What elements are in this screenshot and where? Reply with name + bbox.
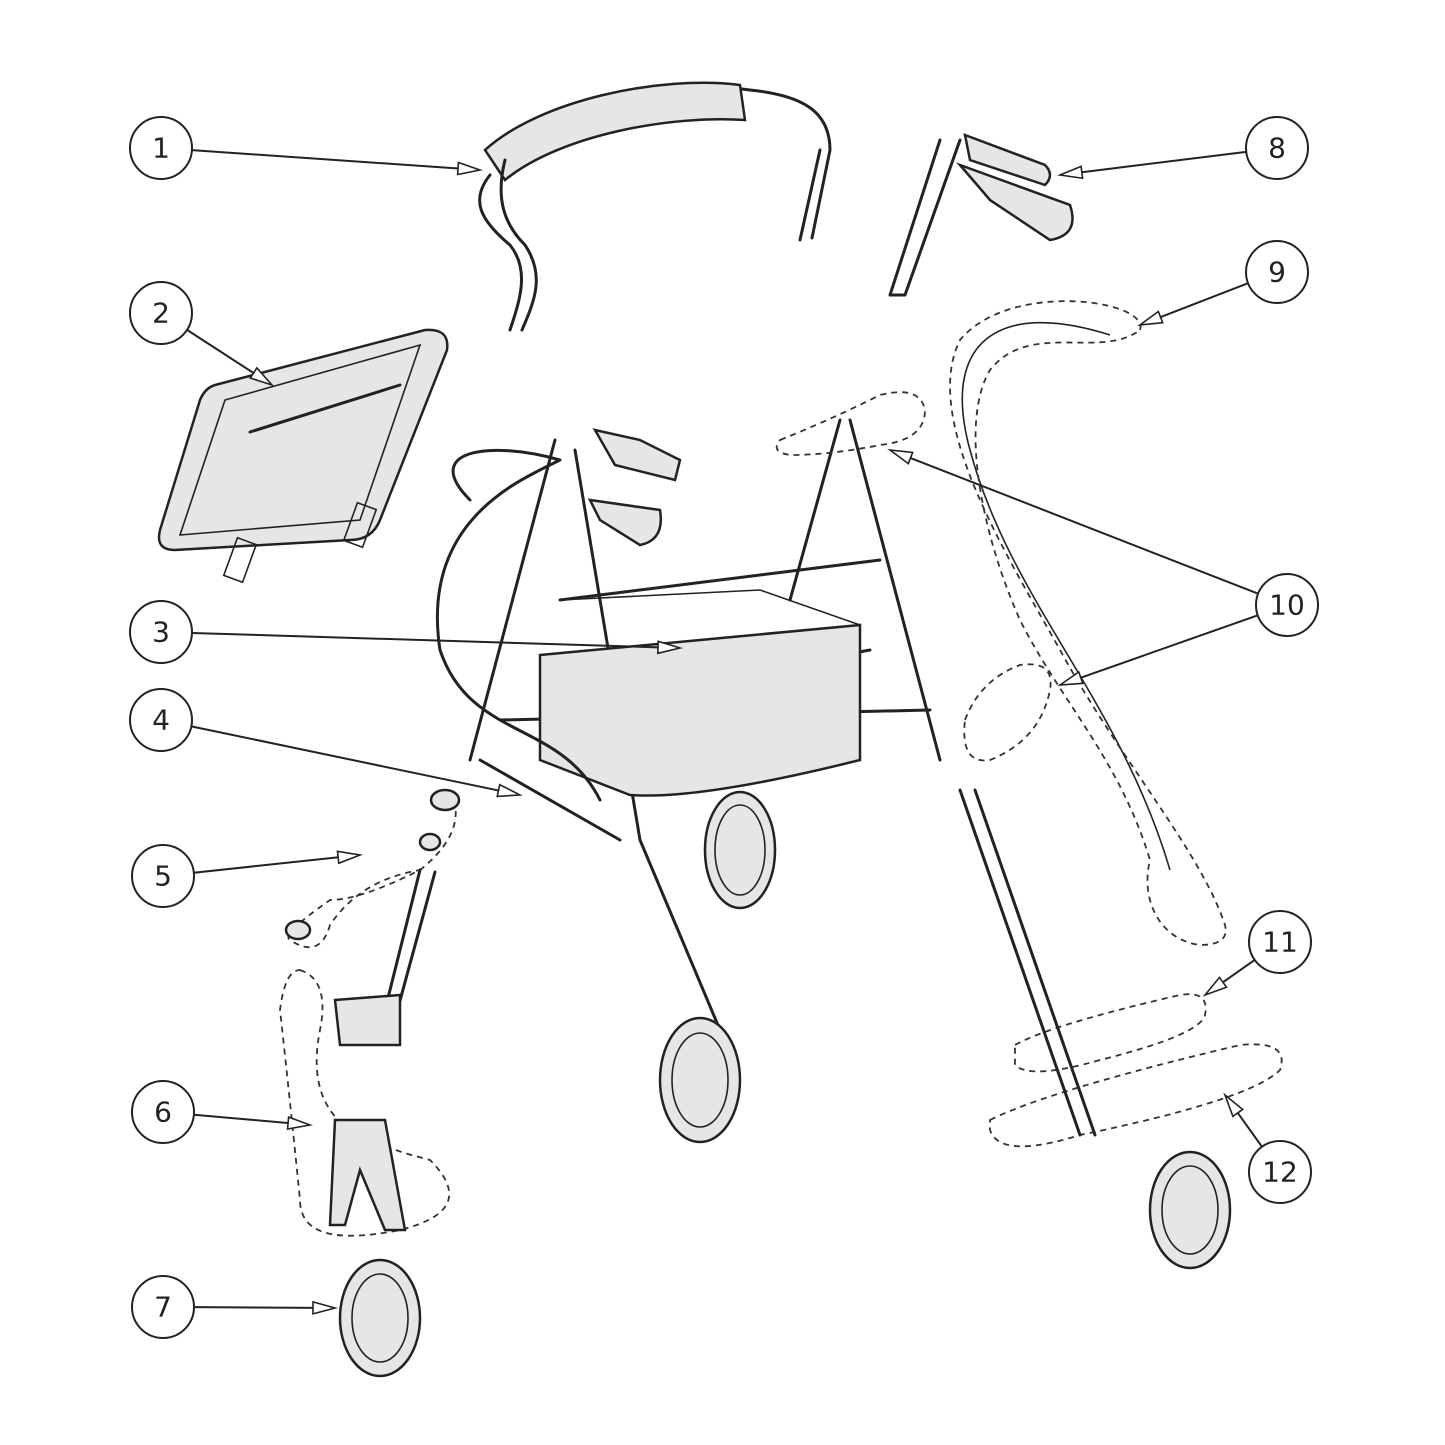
leader-line bbox=[193, 1113, 293, 1125]
leader-line bbox=[1077, 150, 1247, 174]
callout-number: 10 bbox=[1269, 589, 1305, 622]
leader-line bbox=[193, 855, 343, 874]
leader-line bbox=[193, 1306, 318, 1309]
callout-number: 8 bbox=[1268, 132, 1286, 165]
part-frame bbox=[436, 418, 942, 1032]
wheels bbox=[338, 790, 1232, 1378]
part-backrest bbox=[478, 81, 832, 332]
callout-9: 9 bbox=[1137, 240, 1309, 327]
arrowhead-icon bbox=[1223, 1092, 1244, 1118]
part-handle bbox=[888, 133, 1074, 297]
callout-number: 9 bbox=[1268, 256, 1286, 289]
callout-circle bbox=[129, 688, 193, 752]
callout-number: 5 bbox=[154, 860, 172, 893]
callout-circle bbox=[131, 1080, 195, 1144]
callout-circle bbox=[1255, 573, 1319, 637]
part-seat-tray bbox=[157, 328, 449, 584]
arrowhead-icon bbox=[656, 640, 684, 655]
callout-2: 2 bbox=[129, 281, 275, 387]
arrowhead-icon bbox=[496, 783, 523, 798]
callout-circle bbox=[1245, 116, 1309, 180]
leader-line bbox=[186, 329, 258, 377]
arrowhead-icon bbox=[456, 161, 484, 176]
arrowhead-icon bbox=[336, 850, 364, 865]
leader-line bbox=[191, 149, 463, 170]
callout-circle bbox=[129, 116, 193, 180]
arrowhead-icon bbox=[286, 1115, 314, 1131]
leader-line bbox=[906, 455, 1259, 595]
callout-number: 4 bbox=[152, 704, 170, 737]
callout-circle bbox=[131, 844, 195, 908]
callout-4: 4 bbox=[129, 688, 523, 798]
callout-number: 11 bbox=[1262, 926, 1298, 959]
callout-circle bbox=[129, 281, 193, 345]
leader-line bbox=[1219, 959, 1256, 986]
callout-1: 1 bbox=[129, 116, 484, 180]
callout-number: 6 bbox=[154, 1096, 172, 1129]
arrowhead-icon bbox=[312, 1300, 339, 1315]
callout-8: 8 bbox=[1056, 116, 1309, 180]
leader-line bbox=[1234, 1109, 1263, 1148]
callout-5: 5 bbox=[131, 844, 364, 908]
callout-circle bbox=[1245, 240, 1309, 304]
arrowhead-icon bbox=[1057, 670, 1084, 687]
callout-12: 12 bbox=[1223, 1092, 1312, 1204]
part-brake-cable bbox=[949, 300, 1227, 946]
arrowhead-icon bbox=[887, 448, 914, 465]
callout-number: 2 bbox=[152, 297, 170, 330]
callout-number: 1 bbox=[152, 132, 170, 165]
callout-3: 3 bbox=[129, 600, 684, 664]
callout-number: 7 bbox=[154, 1291, 172, 1324]
callout-6: 6 bbox=[131, 1080, 314, 1144]
arrowhead-icon bbox=[1137, 310, 1164, 327]
arrowhead-icon bbox=[1202, 976, 1228, 997]
leader-line bbox=[1156, 282, 1249, 320]
callout-number: 3 bbox=[152, 616, 170, 649]
callout-circle bbox=[131, 1275, 195, 1339]
callout-11: 11 bbox=[1202, 910, 1312, 997]
arrowhead-icon bbox=[1056, 165, 1084, 180]
arrowhead-icon bbox=[249, 366, 275, 387]
callout-circle bbox=[129, 600, 193, 664]
callout-7: 7 bbox=[131, 1275, 339, 1339]
callout-number: 12 bbox=[1262, 1156, 1298, 1189]
callout-circle bbox=[1248, 910, 1312, 974]
leader-line bbox=[191, 725, 503, 793]
leader-line bbox=[191, 631, 663, 649]
callout-10: 10 bbox=[887, 448, 1319, 687]
leader-line bbox=[1076, 614, 1259, 680]
hardware-groups bbox=[279, 391, 1283, 1237]
callout-circle bbox=[1248, 1140, 1312, 1204]
